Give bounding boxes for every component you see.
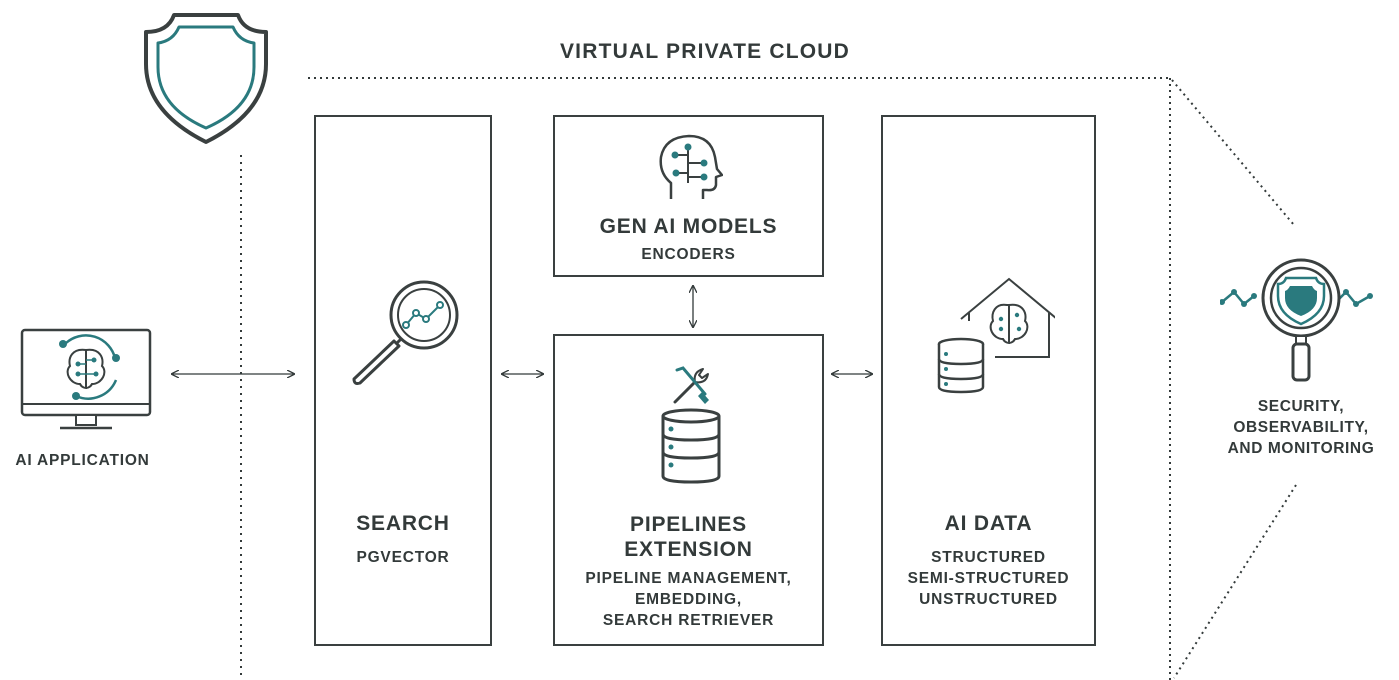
search-box: SEARCH PGVECTOR — [314, 115, 492, 646]
gen-ai-title: GEN AI MODELS — [599, 215, 778, 238]
shield-icon — [144, 13, 268, 144]
ai-application-label: AI APPLICATION — [15, 452, 150, 469]
pipelines-title-line1: PIPELINES — [630, 513, 747, 536]
shield-magnifier-icon — [1220, 258, 1373, 382]
ai-data-detail: STRUCTURED — [931, 549, 1046, 566]
search-title: SEARCH — [356, 512, 450, 535]
search-subtitle: PGVECTOR — [356, 549, 450, 566]
pipelines-extension-box: PIPELINES EXTENSION PIPELINE MANAGEMENT,… — [553, 334, 824, 646]
database-icon — [661, 408, 721, 484]
magnifier-chart-icon — [352, 280, 459, 385]
ai-data-title: AI DATA — [944, 512, 1033, 535]
pipelines-detail: EMBEDDING, — [634, 591, 743, 608]
house-brain-database-icon — [937, 277, 1055, 394]
security-label-line: OBSERVABILITY, — [1233, 419, 1369, 436]
vpc-title: VIRTUAL PRIVATE CLOUD — [559, 40, 851, 63]
ai-data-detail: UNSTRUCTURED — [919, 591, 1058, 608]
tools-icon — [673, 366, 709, 404]
pipelines-detail: SEARCH RETRIEVER — [602, 612, 775, 629]
pipelines-title-line2: EXTENSION — [624, 538, 753, 561]
security-label-line: SECURITY, — [1257, 398, 1345, 415]
ai-data-box: AI DATA STRUCTURED SEMI-STRUCTURED UNSTR… — [881, 115, 1096, 646]
pipelines-details: PIPELINE MANAGEMENT, EMBEDDING, SEARCH R… — [555, 568, 822, 631]
gen-ai-models-box: GEN AI MODELS ENCODERS — [553, 115, 824, 277]
security-label-line: AND MONITORING — [1227, 440, 1375, 457]
gen-ai-subtitle: ENCODERS — [641, 246, 736, 263]
brain-monitor-icon — [20, 328, 152, 430]
pipelines-title: PIPELINES EXTENSION — [555, 512, 822, 562]
security-label: SECURITY, OBSERVABILITY, AND MONITORING — [1203, 396, 1399, 459]
ai-data-details: STRUCTURED SEMI-STRUCTURED UNSTRUCTURED — [883, 547, 1094, 610]
ai-data-detail: SEMI-STRUCTURED — [907, 570, 1070, 587]
vpc-boundary — [308, 77, 1297, 680]
pipelines-detail: PIPELINE MANAGEMENT, — [585, 570, 792, 587]
head-brain-icon — [659, 134, 723, 199]
